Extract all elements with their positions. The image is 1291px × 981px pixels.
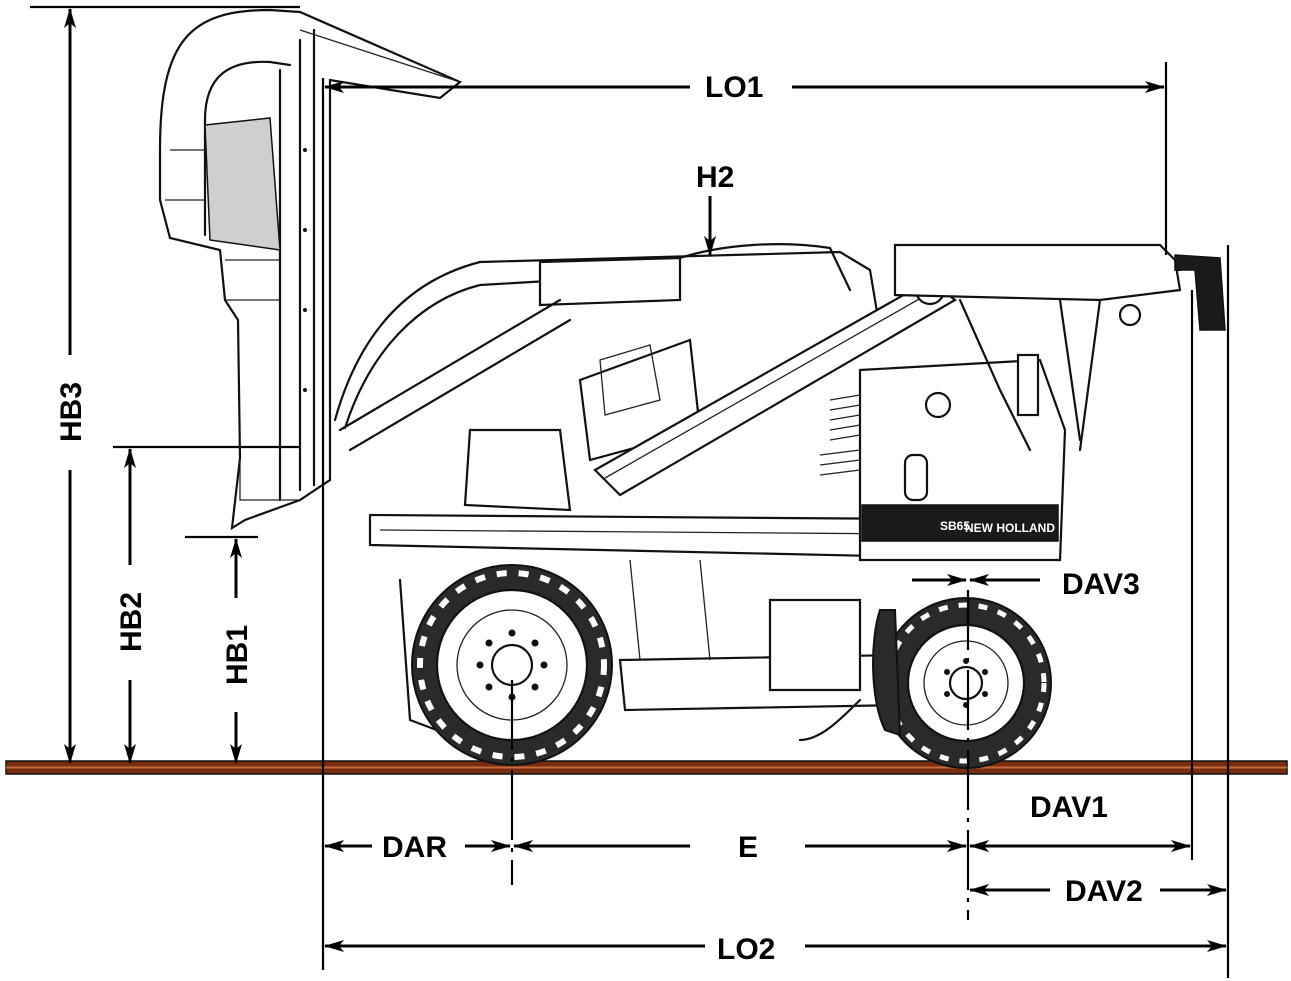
label-dav2: DAV2 xyxy=(1065,875,1143,908)
label-hb1: HB1 xyxy=(221,625,254,685)
lower-chassis xyxy=(398,559,907,742)
dimension-arrows xyxy=(64,8,1227,952)
label-lo2: LO2 xyxy=(717,933,775,966)
discharge-elevator xyxy=(158,8,463,531)
label-hb2: HB2 xyxy=(115,592,148,652)
label-dav1: DAV1 xyxy=(1030,791,1108,824)
label-lo1: LO1 xyxy=(705,71,763,104)
model-badge: SB65 xyxy=(940,519,970,533)
label-h2: H2 xyxy=(696,161,734,194)
operator-cab xyxy=(893,243,1226,452)
brand-badge: NEW HOLLAND xyxy=(965,521,1055,535)
front-wheel xyxy=(872,597,1052,769)
label-dar: DAR xyxy=(382,831,447,864)
engine-vent-grille xyxy=(819,394,861,476)
extension-lines xyxy=(30,5,1230,978)
harvester-illustration: SB65 NEW HOLLAND xyxy=(158,8,1226,769)
label-hb3: HB3 xyxy=(55,382,88,442)
label-e: E xyxy=(738,831,758,864)
dimension-labels: LO1 LO2 H2 DAR E DAV1 DAV2 DAV3 HB3 HB2 … xyxy=(55,71,1143,966)
rear-wheel xyxy=(411,564,613,766)
engine-body: SB65 NEW HOLLAND xyxy=(819,358,1067,562)
label-dav3: DAV3 xyxy=(1062,568,1140,601)
ground-line xyxy=(5,760,1288,775)
